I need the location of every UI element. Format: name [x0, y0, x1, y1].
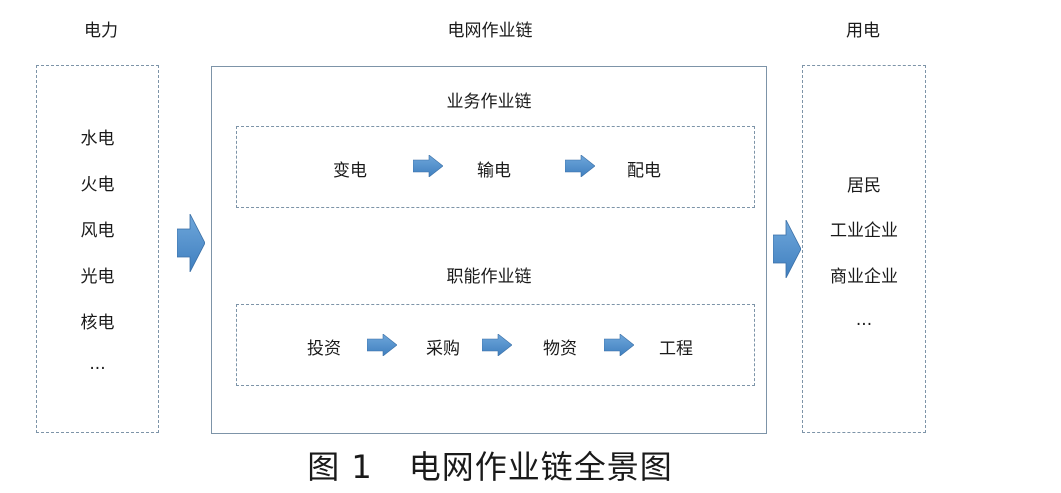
- business-step: 配电: [627, 161, 661, 181]
- power-sources-box: [36, 65, 159, 433]
- step-arrow-icon: [604, 334, 634, 356]
- grid-chain-box: [211, 66, 767, 434]
- function-step: 物资: [543, 339, 577, 359]
- power-source-item: 火电: [80, 175, 115, 195]
- header-use: 用电: [846, 21, 880, 41]
- business-step: 输电: [477, 161, 511, 181]
- consumer-item: ...: [855, 310, 873, 330]
- function-step: 采购: [426, 339, 460, 359]
- function-step: 投资: [307, 339, 341, 359]
- power-source-item: 风电: [80, 221, 115, 241]
- business-step: 变电: [333, 161, 367, 181]
- flow-arrow-icon: [773, 220, 801, 278]
- function-chain-title: 职能作业链: [446, 267, 532, 287]
- function-step: 工程: [659, 339, 693, 359]
- power-source-item: ...: [89, 354, 106, 374]
- flow-arrow-icon: [177, 214, 205, 272]
- header-grid: 电网作业链: [447, 21, 533, 41]
- power-source-item: 水电: [80, 129, 115, 149]
- power-source-item: 核电: [80, 313, 115, 333]
- step-arrow-icon: [565, 155, 595, 177]
- business-chain-title: 业务作业链: [446, 92, 532, 112]
- consumers-box: [802, 65, 926, 433]
- power-source-item: 光电: [80, 267, 115, 287]
- consumer-item: 居民: [847, 176, 881, 196]
- step-arrow-icon: [482, 334, 512, 356]
- step-arrow-icon: [413, 155, 443, 177]
- figure-title: 电网作业链全景图: [408, 448, 673, 486]
- consumer-item: 商业企业: [830, 267, 898, 287]
- function-chain-box: [236, 304, 755, 386]
- business-chain-box: [236, 126, 755, 208]
- header-power: 电力: [84, 21, 118, 41]
- figure-caption: 图 1 电网作业链全景图: [250, 442, 730, 488]
- step-arrow-icon: [367, 334, 397, 356]
- figure-label: 图 1: [307, 448, 373, 486]
- consumer-item: 工业企业: [830, 221, 898, 241]
